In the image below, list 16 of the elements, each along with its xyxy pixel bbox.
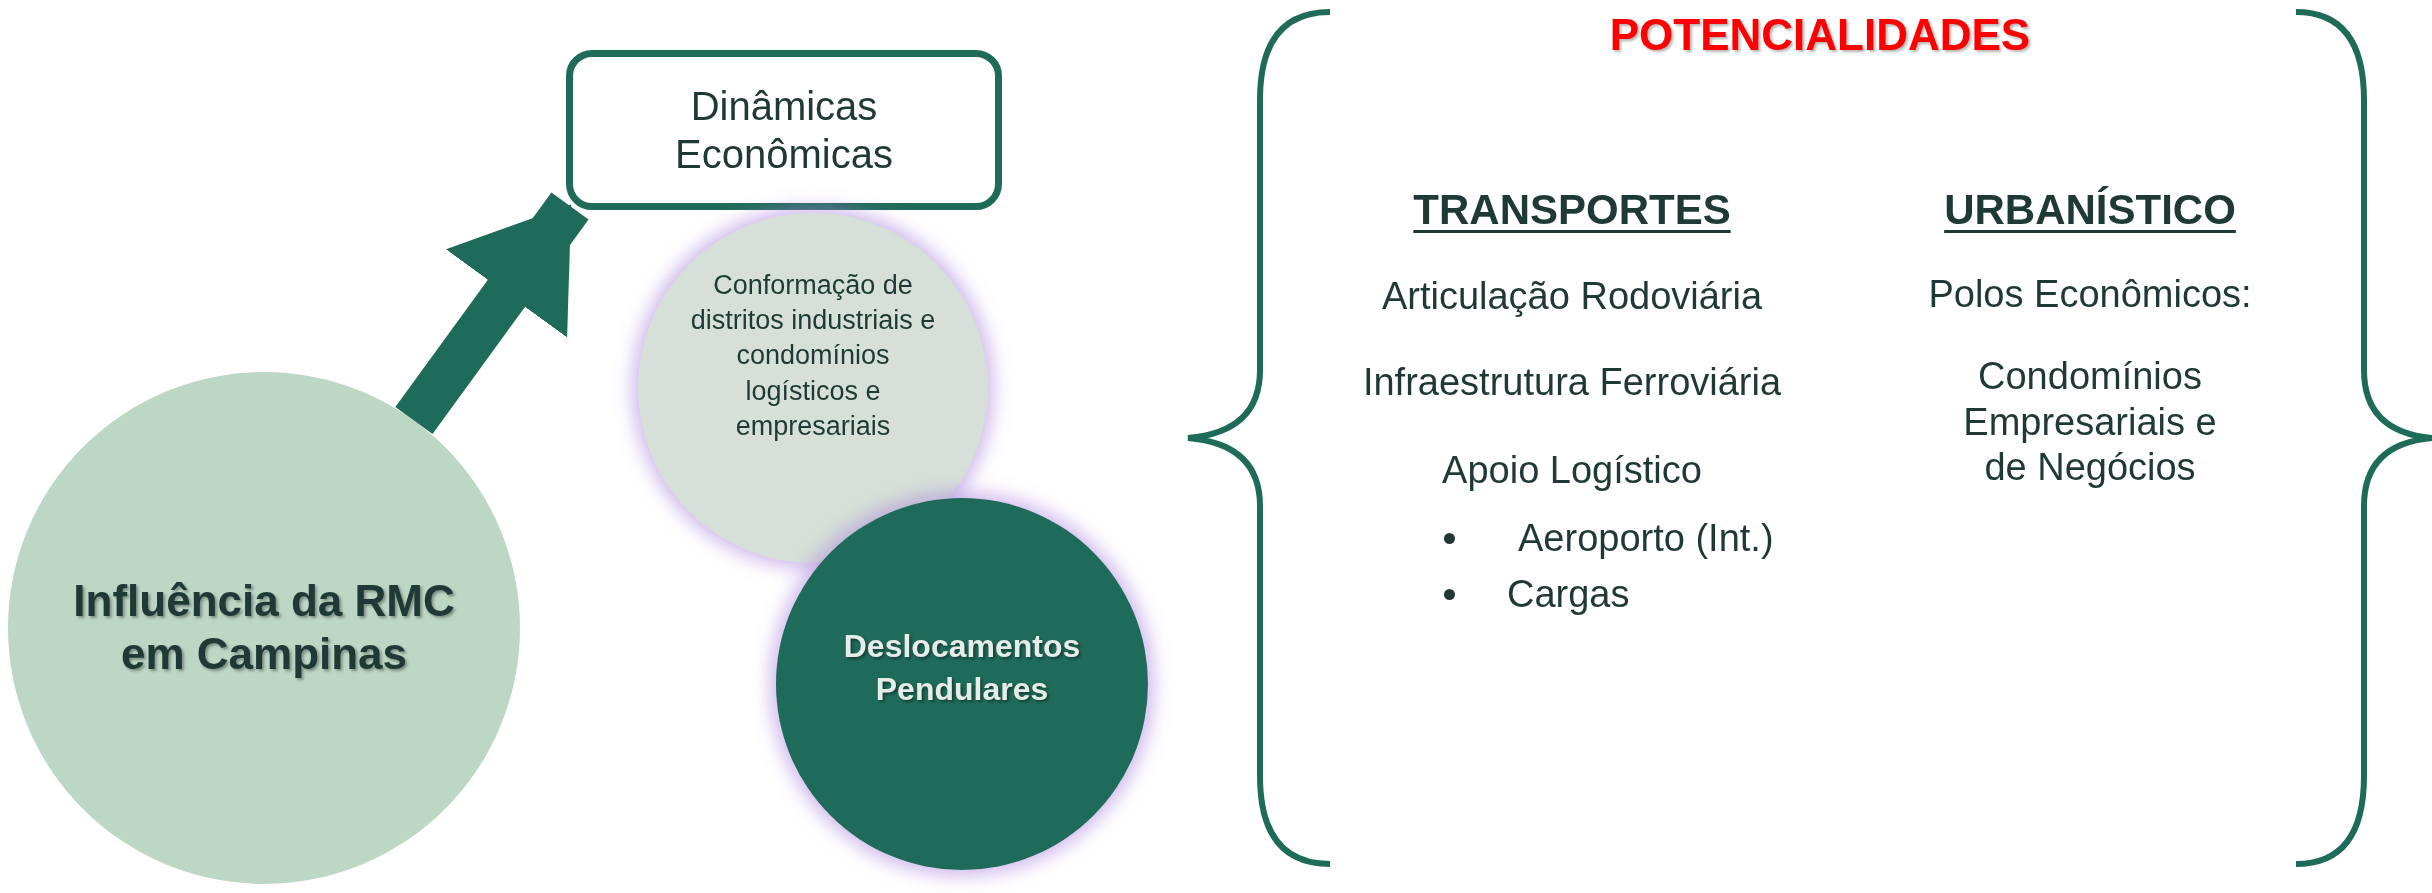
rounded-box xyxy=(566,50,1002,210)
list-item: Infraestrutura Ferroviária xyxy=(1361,360,1783,405)
column-heading: TRANSPORTES xyxy=(1412,185,1732,235)
title: POTENCIALIDADES xyxy=(1608,9,2032,61)
column-heading: URBANÍSTICO xyxy=(1943,185,2237,235)
list-item: Condomínios Empresariais e de Negócios xyxy=(1962,354,2218,491)
node-text: Deslocamentos Pendulares xyxy=(842,626,1082,709)
list-item: Apoio Logístico xyxy=(1441,448,1703,493)
node-text: Dinâmicas Econômicas xyxy=(674,83,894,178)
arrow xyxy=(395,192,589,435)
node-text: Influência da RMC em Campinas xyxy=(72,575,456,680)
list-item: Articulação Rodoviária xyxy=(1380,274,1764,319)
list-item: Aeroporto (Int.) xyxy=(1518,516,1775,561)
node-text: Conformação de distritos industriais e condomínios logísticos e empresariais xyxy=(689,269,937,443)
list-item: Polos Econômicos: xyxy=(1927,272,2253,317)
list-item: Cargas xyxy=(1507,572,1631,617)
